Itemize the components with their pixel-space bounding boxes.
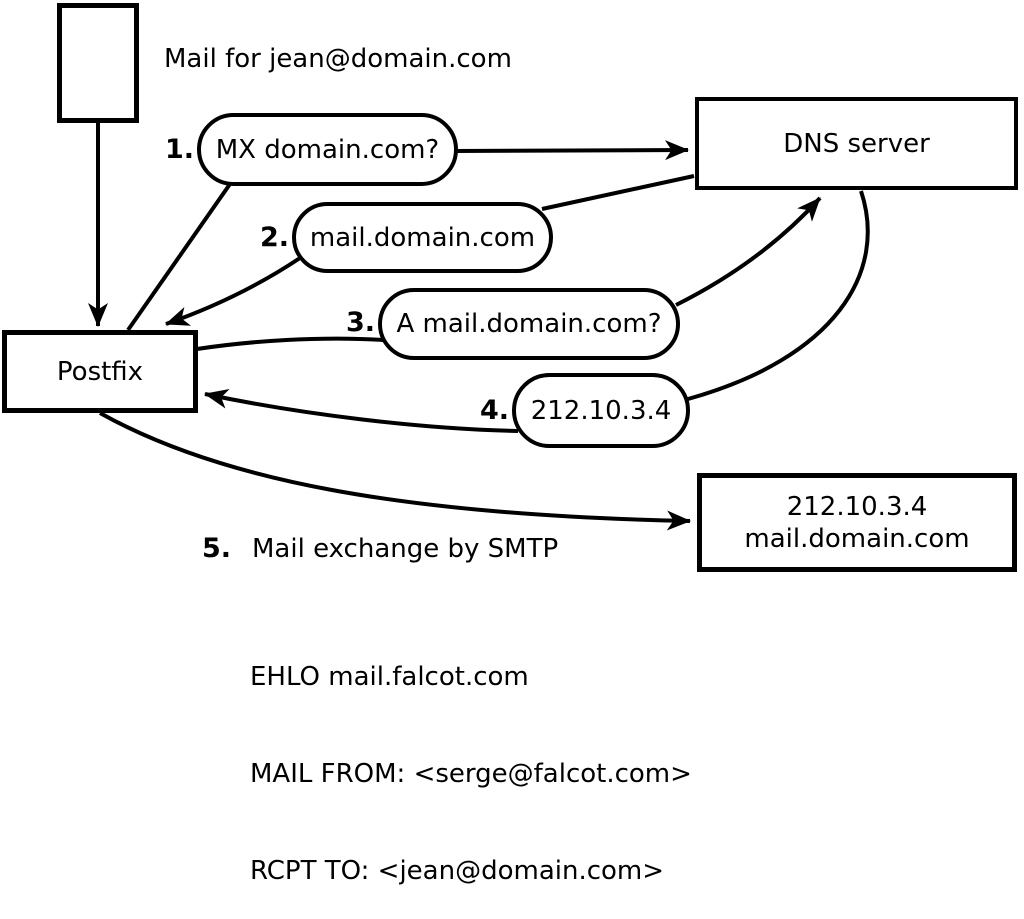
step-number-5: 5. xyxy=(201,533,231,564)
step-number-1: 1. xyxy=(164,134,194,165)
smtp-line: EHLO mail.falcot.com xyxy=(250,662,529,693)
pill-query-mx-label: MX domain.com? xyxy=(215,134,440,165)
edge-postfix-to-query3 xyxy=(196,336,385,351)
step-number-2: 2. xyxy=(259,222,289,253)
mail-server-hostname: mail.domain.com xyxy=(744,523,970,554)
pill-reply-mail-domain: mail.domain.com xyxy=(292,202,553,273)
dns-server-box: DNS server xyxy=(695,97,1018,190)
pill-reply-ip-label: 212.10.3.4 xyxy=(530,395,672,426)
smtp-line: RCPT TO: <jean@domain.com> xyxy=(250,855,665,886)
edge-postfix-to-query1 xyxy=(126,182,232,332)
step-5-caption: Mail exchange by SMTP xyxy=(252,534,559,564)
mail-message-box xyxy=(57,3,139,123)
mail-server-ip: 212.10.3.4 xyxy=(786,491,928,522)
smtp-transcript: EHLO mail.falcot.com MAIL FROM: <serge@f… xyxy=(250,597,692,919)
edge-query1-to-dns xyxy=(453,140,689,161)
step-number-3: 3. xyxy=(345,307,375,338)
edge-dns-to-reply2 xyxy=(541,174,695,211)
mail-for-caption: Mail for jean@domain.com xyxy=(164,44,512,74)
edge-postfix-to-mailserver xyxy=(99,411,691,531)
pill-query-a-record-label: A mail.domain.com? xyxy=(396,309,662,339)
mail-server-box: 212.10.3.4 mail.domain.com xyxy=(697,473,1017,572)
pill-reply-ip: 212.10.3.4 xyxy=(512,373,690,448)
dns-server-label: DNS server xyxy=(783,128,930,159)
pill-query-a-record: A mail.domain.com? xyxy=(378,288,680,360)
postfix-label: Postfix xyxy=(56,356,144,387)
edge-reply2-to-postfix xyxy=(165,256,302,326)
pill-reply-mail-domain-label: mail.domain.com xyxy=(309,222,536,253)
smtp-line: MAIL FROM: <serge@falcot.com> xyxy=(250,759,692,790)
step-number-4: 4. xyxy=(479,395,509,426)
edge-query3-to-dns xyxy=(675,196,822,307)
postfix-box: Postfix xyxy=(2,330,198,413)
pill-query-mx: MX domain.com? xyxy=(197,113,458,186)
edge-reply4-to-postfix xyxy=(204,388,519,433)
edge-dns-to-reply4 xyxy=(687,190,870,401)
